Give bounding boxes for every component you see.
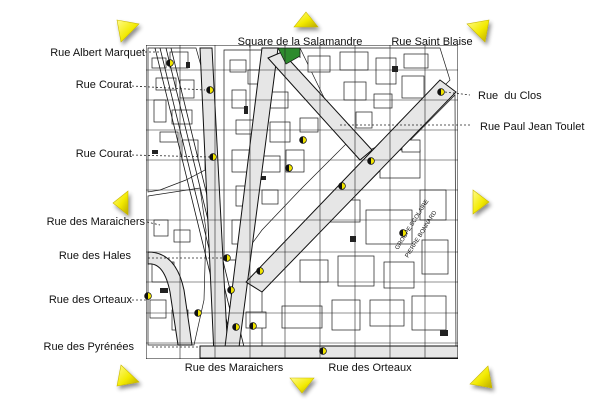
street-marker[interactable] [299,136,307,144]
label-rue-des-orteaux-left: Rue des Orteaux [49,294,133,306]
label-rue-des-pyrenees: Rue des Pyrénées [44,341,135,353]
label-rue-albert-marquet: Rue Albert Marquet [50,47,145,59]
street-marker[interactable] [399,229,407,237]
nav-down-right-arrow-icon[interactable] [469,365,493,389]
label-rue-des-hales: Rue des Hales [59,250,132,262]
street-marker[interactable] [223,254,231,262]
street-marker[interactable] [319,347,327,355]
nav-up-left-arrow-icon[interactable] [116,19,140,43]
street-marker[interactable] [166,59,174,67]
street-marker[interactable] [285,164,293,172]
nav-left-arrow-icon[interactable] [112,190,129,216]
nav-up-right-arrow-icon[interactable] [466,19,490,43]
label-rue-saint-blaise: Rue Saint Blaise [391,36,472,48]
label-rue-des-orteaux-bottom: Rue des Orteaux [328,362,412,374]
street-map[interactable]: GROUPE SCOLAIRE PIERRE BONNARD [146,45,458,359]
street-marker[interactable] [144,292,152,300]
label-rue-paul-jean-toulet: Rue Paul Jean Toulet [480,121,584,133]
nav-down-arrow-icon[interactable] [289,377,315,394]
nav-right-arrow-icon[interactable] [472,189,490,215]
nav-down-left-arrow-icon[interactable] [116,364,140,387]
street-marker[interactable] [232,323,240,331]
street-marker[interactable] [437,88,445,96]
street-markers [144,59,445,355]
street-labels: Rue Albert Marquet Rue Courat Rue Courat… [44,36,585,374]
street-marker[interactable] [367,157,375,165]
street-marker[interactable] [249,322,257,330]
label-leaders [131,48,471,348]
navigation-arrows [112,11,493,394]
label-rue-des-maraichers-left: Rue des Maraichers [47,216,146,228]
street-marker[interactable] [227,286,235,294]
street-marker[interactable] [256,267,264,275]
street-marker[interactable] [206,86,214,94]
label-rue-courat-2: Rue Courat [76,148,132,160]
street-marker[interactable] [338,182,346,190]
map-grid [146,45,458,359]
label-square-de-la-salamandre: Square de la Salamandre [238,36,363,48]
label-rue-des-maraichers-bottom: Rue des Maraichers [185,362,284,374]
nav-up-arrow-icon[interactable] [293,11,319,28]
label-rue-du-clos: Rue du Clos [478,90,542,102]
label-rue-courat-1: Rue Courat [76,79,132,91]
street-marker[interactable] [194,309,202,317]
street-marker[interactable] [209,153,217,161]
